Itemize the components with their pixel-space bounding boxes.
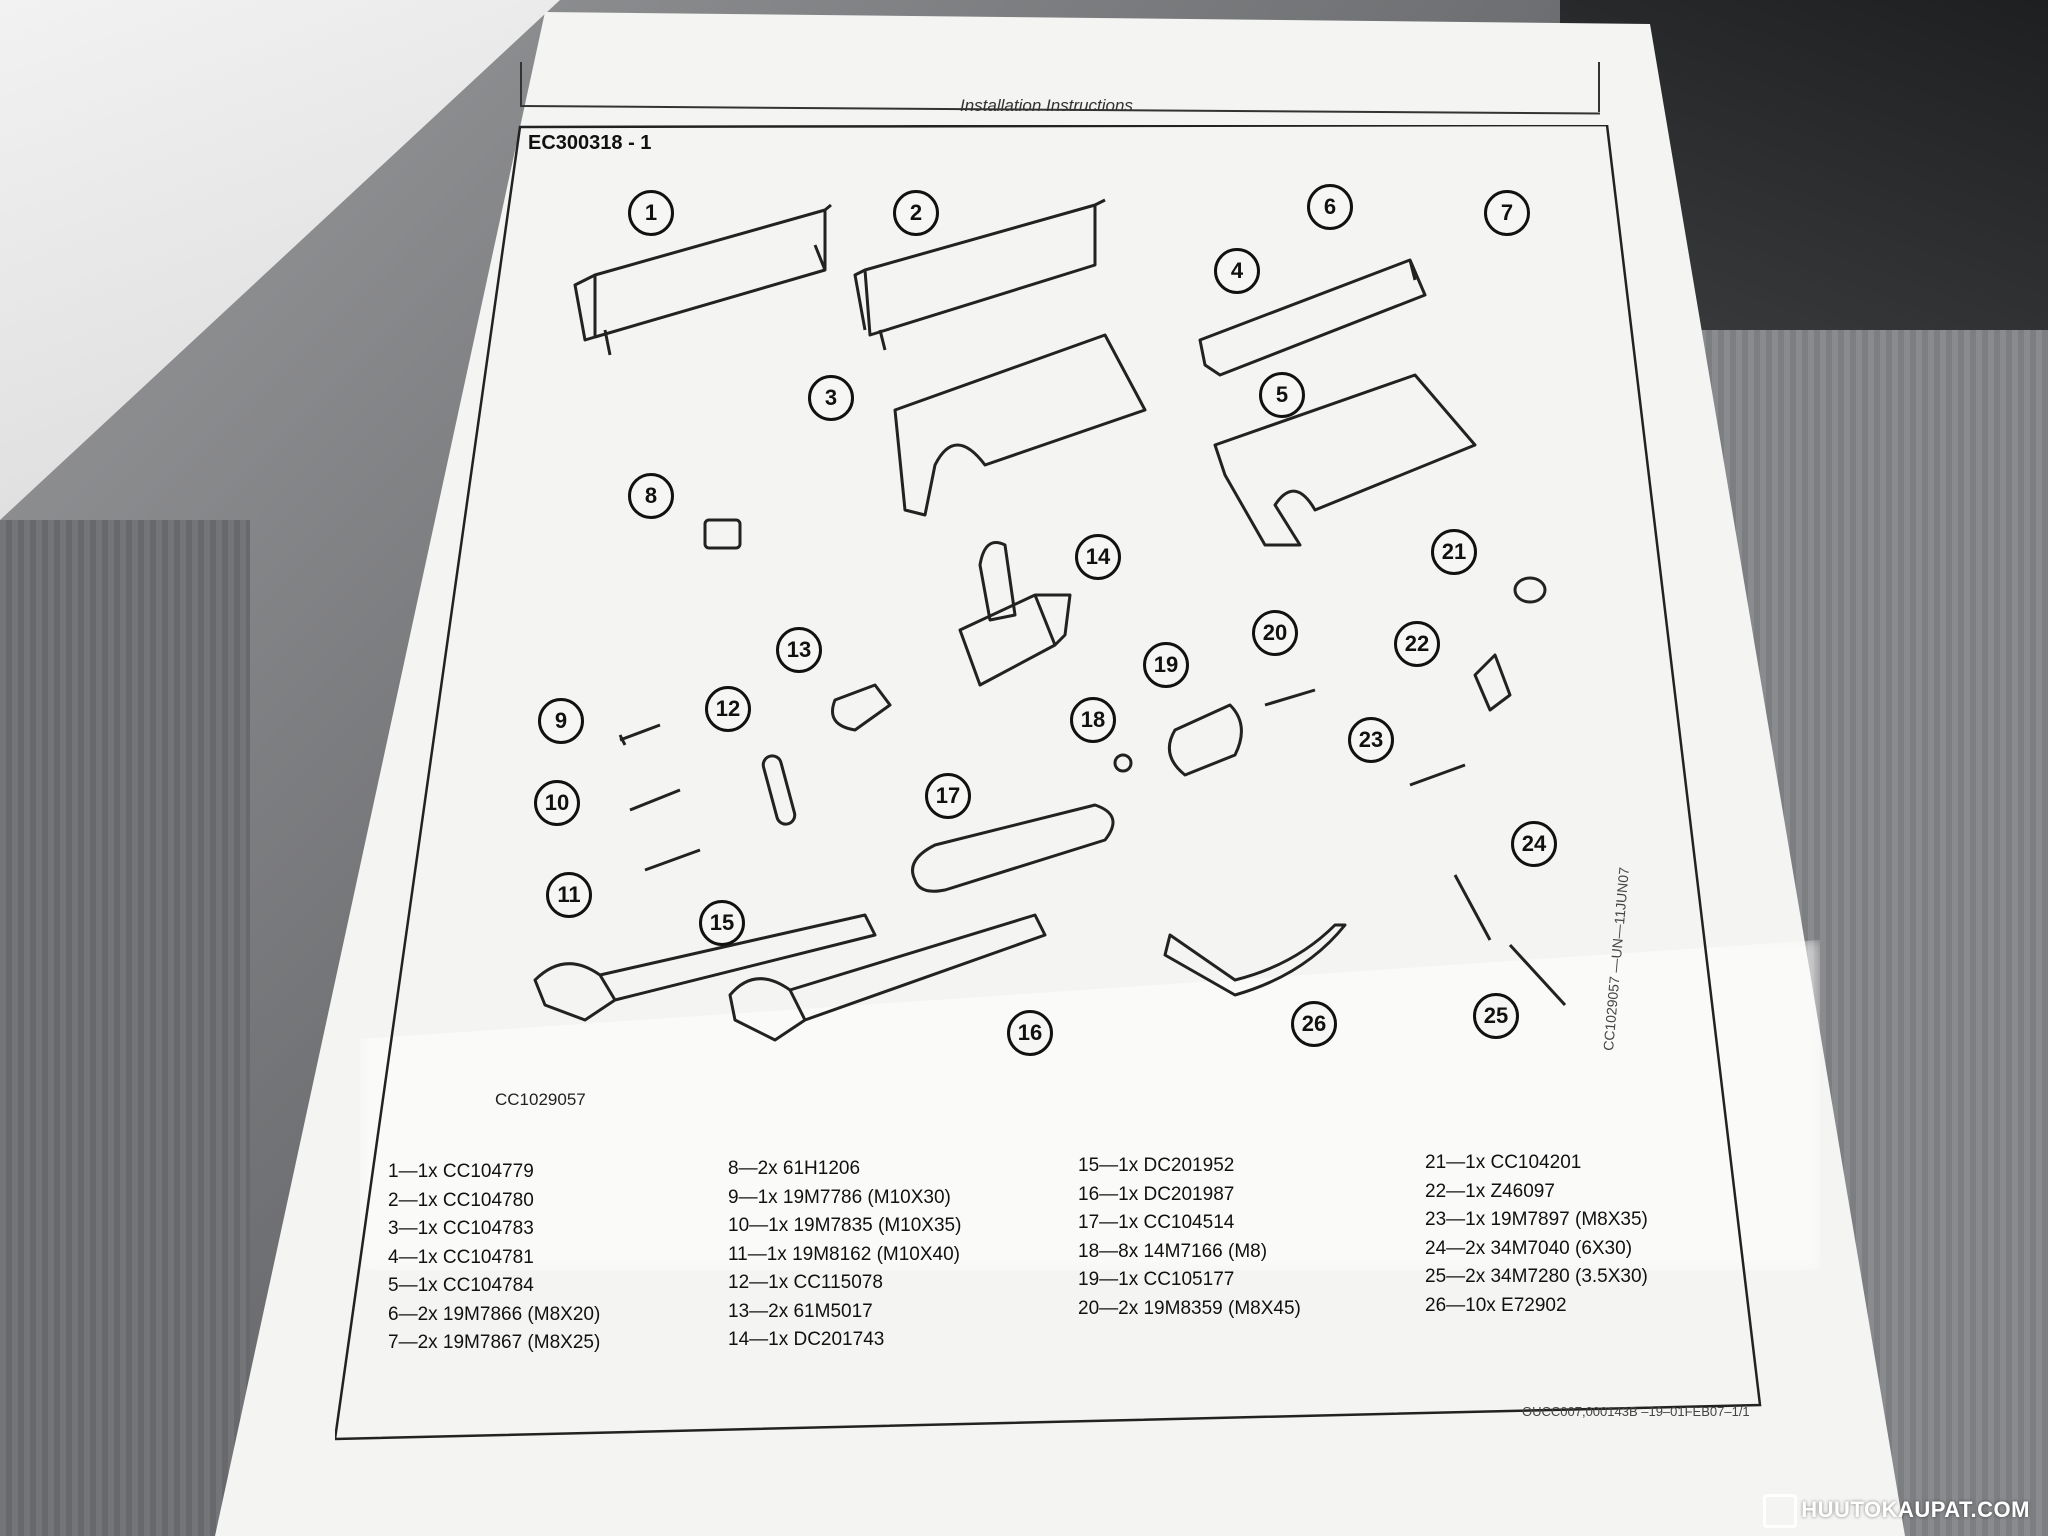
parts-list-item: 24—2x 34M7040 (6X30) (1425, 1237, 1633, 1259)
callout-18: 18 (1070, 697, 1116, 743)
callout-26: 26 (1291, 1001, 1337, 1047)
callout-16: 16 (1007, 1010, 1053, 1056)
callout-4: 4 (1214, 248, 1260, 294)
parts-list-item: 13—2x 61M5017 (728, 1300, 873, 1322)
part-8-fitting (703, 518, 742, 550)
parts-list-item: 9—1x 19M7786 (M10X30) (728, 1186, 951, 1208)
parts-list-item: 18—8x 14M7166 (M8) (1078, 1240, 1268, 1262)
part-1-bracket (573, 203, 832, 356)
callout-20: 20 (1252, 610, 1298, 656)
part-18-nut (1113, 753, 1133, 773)
page-header-title: Installation Instructions (960, 96, 1133, 115)
part-14-valve (958, 541, 1072, 687)
parts-list-column-4: 21—1x CC104201 22—1x Z46097 23—1x 19M789… (1425, 1149, 1648, 1320)
parts-list-item: 17—1x CC104514 (1078, 1212, 1235, 1233)
parts-list-item: 16—1x DC201987 (1078, 1183, 1235, 1205)
callout-21: 21 (1431, 529, 1477, 575)
parts-list-item: 2—1x CC104780 (388, 1189, 534, 1211)
part-26-cable-tie (1163, 923, 1347, 997)
part-10-bolt (629, 788, 681, 812)
callout-17: 17 (925, 773, 971, 819)
part-11-bolt (644, 848, 701, 872)
callout-13: 13 (776, 627, 822, 673)
callout-11: 11 (546, 872, 592, 918)
parts-list-item: 20—2x 19M8359 (M8X45) (1078, 1297, 1301, 1319)
parts-list-column-2: 8—2x 61H1206 9—1x 19M7786 (M10X30) 10—1x… (728, 1155, 961, 1355)
parts-list-item: 22—1x Z46097 (1425, 1180, 1555, 1202)
part-19-collar (1167, 703, 1243, 777)
callout-19: 19 (1143, 642, 1189, 688)
part-13-elbow (831, 683, 892, 732)
parts-list-item: 19—1x CC105177 (1078, 1269, 1235, 1290)
callout-3: 3 (808, 375, 854, 421)
callout-25: 25 (1473, 993, 1519, 1039)
callout-7: 7 (1484, 190, 1530, 236)
part-4-bracket (1198, 258, 1427, 377)
parts-list-item: 8—2x 61H1206 (728, 1158, 861, 1179)
part-24-pin (1453, 874, 1492, 941)
part-25-pin (1508, 943, 1567, 1007)
document-id: EC300318 - 1 (528, 132, 652, 154)
part-2-bracket (853, 198, 1106, 351)
part-22-spring (1473, 653, 1512, 712)
part-16-arm (728, 913, 1047, 1042)
part-12-link (761, 754, 797, 826)
background-stripes-left (0, 520, 250, 1536)
callout-23: 23 (1348, 717, 1394, 763)
part-15-arm (533, 913, 877, 1022)
parts-list-item: 7—2x 19M7867 (M8X25) (388, 1332, 601, 1353)
parts-list-item: 26—10x E72902 (1425, 1294, 1567, 1316)
parts-list-item: 6—2x 19M7866 (M8X20) (388, 1303, 601, 1325)
callout-12: 12 (705, 686, 751, 732)
callout-2: 2 (893, 190, 939, 236)
part-23-bolt (1409, 763, 1466, 787)
callout-8: 8 (628, 473, 674, 519)
parts-list-item: 4—1x CC104781 (388, 1246, 534, 1268)
part-17-spring (911, 803, 1115, 893)
watermark-logo-icon (1763, 1494, 1798, 1528)
callout-10: 10 (534, 780, 580, 826)
header-border-right (1598, 62, 1600, 112)
callout-5: 5 (1259, 372, 1305, 418)
callout-14: 14 (1075, 534, 1121, 580)
parts-list-item: 12—1x CC115078 (728, 1272, 883, 1293)
figure-id: CC1029057 (495, 1090, 586, 1109)
callout-9: 9 (538, 698, 584, 744)
parts-list-item: 3—1x CC104783 (388, 1218, 534, 1239)
callout-1: 1 (628, 190, 674, 236)
parts-list-item: 1—1x CC104779 (388, 1161, 534, 1182)
parts-list-item: 25—2x 34M7280 (3.5X30) (1425, 1266, 1648, 1287)
watermark: HUUTOKAUPAT.COM (1763, 1494, 2030, 1528)
callout-15: 15 (699, 900, 745, 946)
part-21-washer (1513, 576, 1547, 604)
watermark-text: HUUTOKAUPAT.COM (1801, 1496, 2030, 1522)
parts-list-item: 15—1x DC201952 (1078, 1155, 1235, 1176)
parts-illustration (335, 125, 1762, 1441)
parts-list-column-1: 1—1x CC104779 2—1x CC104780 3—1x CC10478… (388, 1158, 600, 1358)
parts-list-item: 14—1x DC201743 (728, 1329, 885, 1350)
parts-list-column-3: 15—1x DC201952 16—1x DC201987 17—1x CC10… (1078, 1152, 1301, 1323)
figure-frame (335, 125, 1855, 1445)
header-border-left (520, 62, 522, 106)
parts-list-item: 21—1x CC104201 (1425, 1152, 1582, 1173)
callout-6: 6 (1307, 184, 1353, 230)
parts-list-item: 11—1x 19M8162 (M10X40) (728, 1243, 960, 1265)
part-9-bolt (618, 723, 661, 746)
parts-list-item: 5—1x CC104784 (388, 1275, 534, 1296)
callout-24: 24 (1511, 821, 1557, 867)
part-20-bolt (1264, 688, 1316, 707)
footer-code: OUCC007,000143B –19–01FEB07–1/1 (1522, 1404, 1750, 1419)
part-3-cover (893, 333, 1147, 517)
parts-list-item: 10—1x 19M7835 (M10X35) (728, 1215, 962, 1236)
callout-22: 22 (1394, 621, 1440, 667)
parts-list-item: 23—1x 19M7897 (M8X35) (1425, 1209, 1648, 1230)
part-5-cover (1213, 373, 1477, 547)
